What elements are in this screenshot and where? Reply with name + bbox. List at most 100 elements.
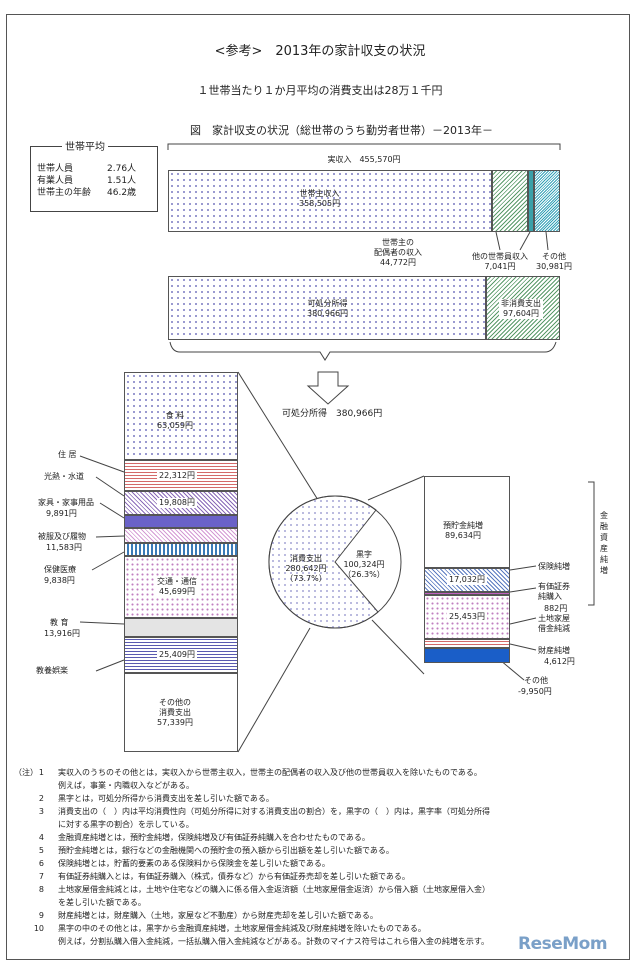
- note-num: 8: [38, 885, 44, 894]
- note-num: 9: [38, 911, 44, 920]
- note-num: 6: [38, 859, 44, 868]
- non-consumption-value: 97,604円: [503, 309, 539, 318]
- spouse-income-name: 世帯主の 配偶者の収入: [374, 238, 422, 257]
- surplus-loan-value: 25,453円: [447, 612, 487, 622]
- funnel-bottom: [237, 627, 311, 753]
- page-title: <参考> 2013年の家計収支の状況: [214, 44, 426, 59]
- pie-surplus-value: 100,324円: [343, 560, 385, 569]
- down-arrow: [306, 371, 350, 405]
- surplus-deposit-name: 預貯金純増: [443, 521, 483, 530]
- note-text: 財産純増とは，財産購入（土地，家屋など不動産）から財産売却を差し引いた額である。: [58, 911, 378, 920]
- cons-clothing: [124, 528, 238, 543]
- avg-value-1: 1.51人: [107, 176, 137, 186]
- disposable-arrow-label: 可処分所得 380,966円: [282, 409, 383, 419]
- cons-clothing-name: 被服及び履物: [38, 532, 86, 541]
- cons-medical-name: 保健医療: [44, 565, 76, 574]
- callout-insurance: [509, 565, 537, 571]
- callout-spouse: [495, 231, 501, 251]
- note-line: 8 土地家屋借金純減とは，土地や住宅などの購入に係る借入金返済額（土地家屋借金返済…: [30, 885, 490, 895]
- note-num: 3: [38, 807, 44, 816]
- average-values: 2.76人 1.51人 46.2歳: [107, 163, 136, 199]
- surplus-insurance: 17,032円: [424, 568, 510, 592]
- note-text: 消費支出の（ ）内は平均消費性向（可処分所得に対する消費支出の割合）を，黒字の（…: [58, 807, 490, 816]
- spouse-income-value: 44,772円: [380, 258, 416, 267]
- note-text: 黒字の中のその他とは，黒字から金融資産純増，土地家屋借金純減及び財産純増を除いた…: [58, 924, 426, 933]
- callout-surplus-other: [499, 659, 525, 681]
- avg-label-2: 世帯主の年齢: [37, 188, 92, 198]
- note-num: 5: [38, 846, 44, 855]
- callout-utilities: [95, 476, 125, 497]
- total-bracket: [167, 143, 561, 150]
- callout-housing: [79, 455, 125, 473]
- surplus-loan-name: 土地家屋 借金純減: [538, 614, 570, 633]
- pie-surplus-name: 黒字: [356, 550, 372, 559]
- note-line: に対する黒字の割合）を示している。: [30, 820, 194, 830]
- callout-securities: [509, 587, 537, 593]
- note-num: 2: [38, 794, 44, 803]
- note-num: 4: [38, 833, 44, 842]
- avg-value-2: 46.2歳: [107, 188, 137, 198]
- other-income-value: 30,981円: [536, 262, 572, 271]
- cons-transport-name: 交通・通信: [157, 577, 197, 586]
- note-text: 実収入のうちのその他とは，実収入から世帯主収入，世帯主の配偶者の収入及び他の世帯…: [58, 768, 482, 777]
- surplus-deposit-label: 預貯金純増 89,634円: [441, 521, 485, 541]
- cons-transport: 交通・通信 45,699円: [124, 556, 238, 618]
- surplus-loan: 25,453円: [424, 595, 510, 639]
- surplus-other-name: その他: [524, 676, 548, 685]
- note-text: 保険純増とは，貯蓄的要素のある保険料から保険金を差し引いた額である。: [58, 859, 330, 868]
- note-text: に対する黒字の割合）を示している。: [58, 820, 194, 829]
- surplus-property-name: 財産純増: [538, 646, 570, 655]
- page-subtitle: １世帯当たり１か月平均の消費支出は28万１千円: [197, 84, 443, 97]
- other-member-value: 7,041円: [484, 262, 516, 271]
- surplus-securities: [424, 592, 510, 595]
- callout-furniture: [99, 502, 125, 519]
- disposable-label: 可処分所得 380,966円: [305, 299, 350, 319]
- cons-recreation-name: 教養娯楽: [36, 666, 68, 675]
- disposable-name: 可処分所得: [307, 299, 348, 308]
- note-line: 9 財産純増とは，財産購入（土地，家屋など不動産）から財産売却を差し引いた額である…: [30, 911, 378, 921]
- cons-food-name: 食 料: [165, 411, 185, 420]
- page-frame: [6, 14, 630, 960]
- note-line: 4 金融資産純増とは，預貯金純増，保険純増及び有価証券純購入を合わせたものである。: [30, 833, 370, 843]
- cons-education: [124, 618, 238, 637]
- spouse-income-segment: [492, 170, 528, 232]
- note-text: 金融資産純増とは，預貯金純増，保険純増及び有価証券純購入を合わせたものである。: [58, 833, 370, 842]
- other-member-name: 他の世帯員収入: [472, 252, 528, 261]
- note-text: 黒字とは，可処分所得から消費支出を差し引いた額である。: [58, 794, 274, 803]
- financial-bracket: [588, 481, 595, 606]
- pie-surplus-label: 黒字 100,324円 （26.3%）: [340, 550, 388, 580]
- cons-recreation: 25,409円: [124, 637, 238, 673]
- head-income-label: 世帯主収入 358,505円: [297, 189, 342, 209]
- surplus-securities-name: 有価証券 純購入: [538, 582, 570, 601]
- head-income-value: 358,505円: [299, 199, 341, 208]
- callout-medical: [91, 551, 125, 571]
- cons-housing-name: 住 居: [58, 450, 77, 459]
- cons-utilities-value: 19,808円: [157, 498, 197, 508]
- non-consumption-segment: 非消費支出 97,604円: [486, 276, 560, 340]
- callout-other-member: [519, 231, 531, 251]
- surplus-other-value: -9,950円: [518, 687, 552, 696]
- pie-consumption-name: 消費支出: [290, 554, 322, 563]
- non-consumption-label: 非消費支出 97,604円: [499, 299, 543, 319]
- note-text: 預貯金純増とは，銀行などの金融機関への預貯金の預入額から引出額を差し引いた額であ…: [58, 846, 394, 855]
- surplus-deposit-value: 89,634円: [445, 531, 481, 540]
- resemom-logo: ReseMom: [518, 934, 608, 954]
- total-income-label: 実収入 455,570円: [327, 155, 401, 164]
- non-consumption-name: 非消費支出: [501, 299, 541, 308]
- note-line: 2 黒字とは，可処分所得から消費支出を差し引いた額である。: [30, 794, 274, 804]
- callout-recreation: [95, 659, 125, 672]
- note-text: 土地家屋借金純減とは，土地や住宅などの購入に係る借入金返済額（土地家屋借金返済）…: [58, 885, 490, 894]
- cons-utilities-name: 光熱・水道: [44, 472, 84, 481]
- other-member-segment: [528, 170, 534, 232]
- note-line: 5 預貯金純増とは，銀行などの金融機関への預貯金の預入額から引出額を差し引いた額で…: [30, 846, 394, 856]
- note-num: 7: [38, 872, 44, 881]
- note-text: 例えば，分割払購入借入金純減，一括払購入借入金純減などがある。計数のマイナス符号…: [58, 937, 490, 946]
- other-income-segment: [534, 170, 560, 232]
- cons-other-value: 57,339円: [157, 718, 193, 727]
- pie-consumption-label: 消費支出 280,642円 （73.7%）: [278, 554, 334, 584]
- avg-label-1: 有業人員: [37, 176, 74, 186]
